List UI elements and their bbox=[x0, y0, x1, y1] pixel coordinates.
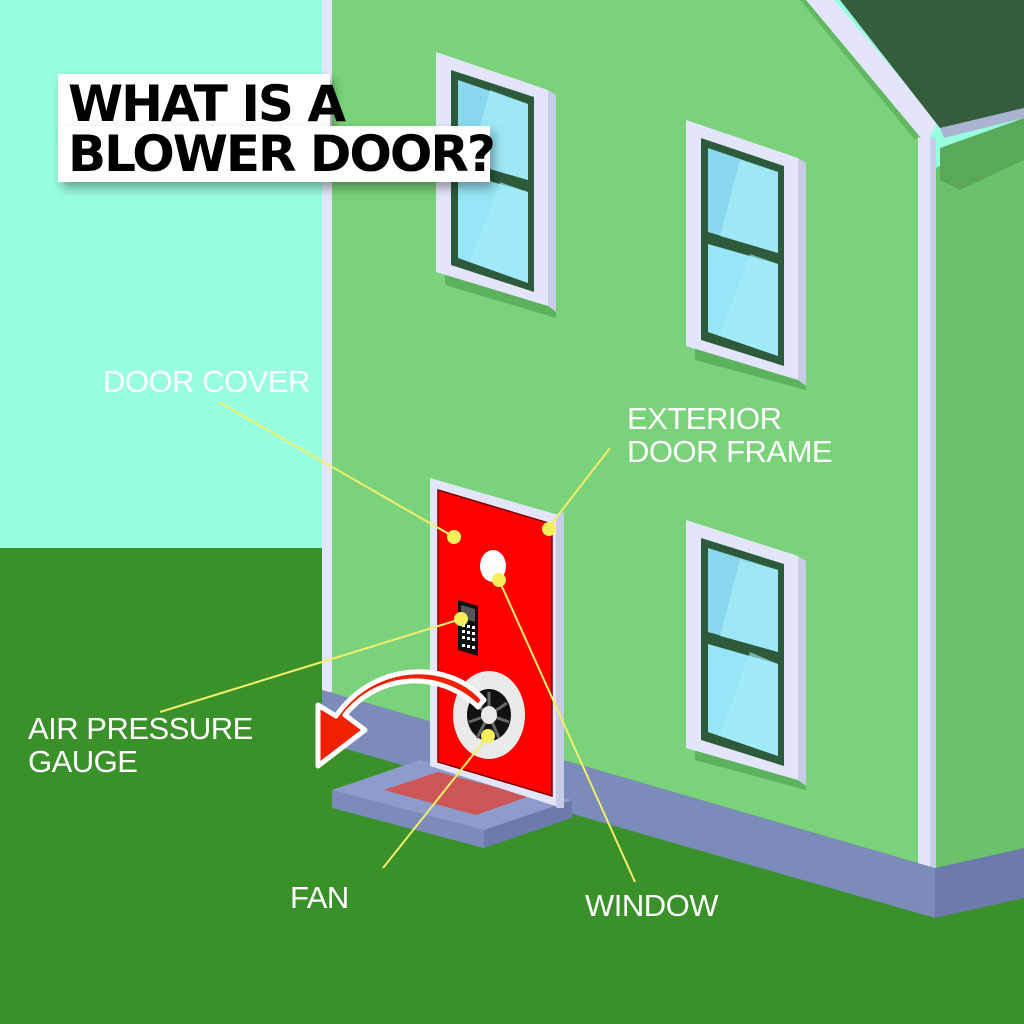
eave-shadow bbox=[940, 118, 1024, 190]
title-line1: WHAT IS A bbox=[68, 75, 346, 133]
window-label: WINDOW bbox=[585, 888, 719, 923]
air-pressure-gauge-label-line2: GAUGE bbox=[28, 744, 138, 779]
door-cover-label: DOOR COVER bbox=[103, 364, 310, 399]
gable-trim bbox=[806, 0, 938, 144]
window-callout-line bbox=[498, 579, 636, 883]
door-cover-dot bbox=[447, 530, 461, 544]
window-lower-right bbox=[686, 520, 806, 790]
door-frame-dot bbox=[542, 522, 556, 536]
air-pressure-gauge bbox=[458, 600, 478, 656]
gauge-dot bbox=[454, 612, 468, 626]
roof bbox=[840, 0, 1024, 128]
window-dot bbox=[492, 573, 506, 587]
title-line2: BLOWER DOOR? bbox=[68, 125, 496, 183]
door-mat bbox=[384, 772, 530, 815]
exterior-door-frame-label-line1: EXTERIOR bbox=[627, 401, 782, 436]
roof-edge-trim bbox=[940, 108, 1024, 138]
airflow-arrow-icon bbox=[315, 669, 487, 769]
side-wall bbox=[935, 130, 1024, 870]
window-upper-right bbox=[686, 120, 806, 390]
callout-dots bbox=[447, 522, 556, 743]
window-upper-left bbox=[436, 52, 556, 318]
callout-lines bbox=[159, 401, 636, 883]
left-corner-trim bbox=[322, 0, 332, 692]
air-pressure-gauge-label-line1: AIR PRESSURE bbox=[28, 711, 253, 746]
door-cover-callout-line bbox=[218, 401, 455, 538]
title-box-line2: BLOWER DOOR? bbox=[58, 126, 496, 182]
exterior-door-frame-label-line2: DOOR FRAME bbox=[627, 434, 833, 469]
fan-label: FAN bbox=[290, 880, 349, 915]
fan-dot bbox=[481, 729, 495, 743]
door-step bbox=[332, 760, 572, 848]
title-box-line1: WHAT IS A bbox=[58, 74, 346, 132]
fan-callout-line bbox=[382, 735, 489, 869]
gauge-callout-line bbox=[159, 618, 462, 713]
foundation-side bbox=[935, 848, 1024, 918]
door-frame-callout-line bbox=[548, 447, 611, 528]
